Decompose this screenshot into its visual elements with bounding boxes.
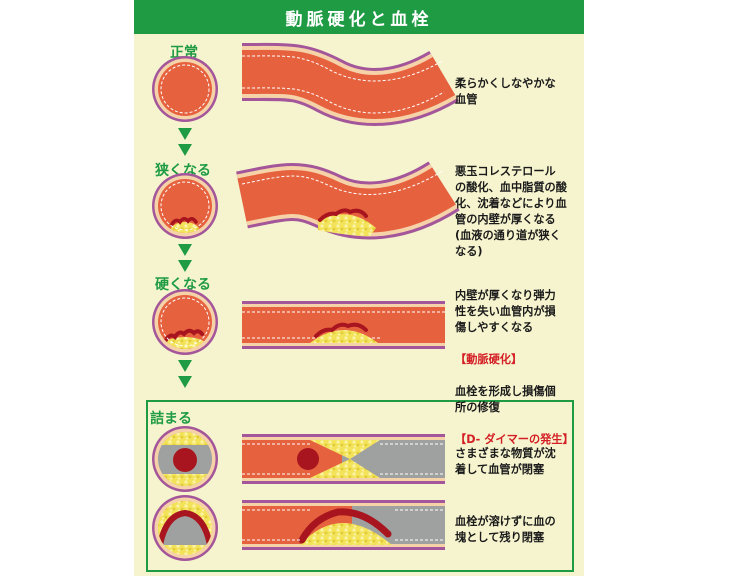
vessel-blocked-deposit bbox=[242, 434, 445, 484]
vessel-normal bbox=[241, 42, 459, 126]
down-arrow-icon bbox=[178, 244, 192, 256]
stage-label-hard: 硬くなる bbox=[155, 277, 211, 293]
page-title: 動脈硬化と血栓 bbox=[285, 9, 433, 30]
description-narrow: 悪玉コレステロール の酸化、血中脂質の酸 化、沈着などにより血 管の内壁が厚くな… bbox=[455, 165, 567, 258]
description-hard: 内壁が厚くなり弾力 性を失い血管内が損 傷しやすくなる 【動脈硬化】 血栓を形成… bbox=[455, 272, 574, 464]
down-arrow-icon bbox=[178, 144, 192, 156]
description-normal: 柔らかくしなやかな 血管 bbox=[455, 77, 556, 106]
cross-section-narrow bbox=[152, 173, 218, 239]
tag-d-dimer: 【D- ダイマーの発生】 bbox=[455, 433, 574, 446]
stage-label-narrow: 狭くなる bbox=[155, 163, 211, 179]
down-arrow-icon bbox=[178, 360, 192, 372]
down-arrow-icon bbox=[178, 376, 192, 388]
description-hard-repair: 血栓を形成し損傷個 所の修復 bbox=[455, 385, 556, 414]
title-bar: 動脈硬化と血栓 bbox=[134, 0, 584, 34]
cross-section-normal bbox=[152, 56, 218, 122]
description-blocked-deposit: さまざまな物質が沈 着して血管が閉塞 bbox=[455, 447, 556, 476]
down-arrow-icon bbox=[178, 128, 192, 140]
vessel-hard bbox=[242, 301, 445, 349]
cross-section-blocked-clot bbox=[152, 495, 218, 561]
stage-label-blocked: 詰まる bbox=[150, 411, 192, 427]
cross-section-hard bbox=[152, 289, 218, 355]
description-blocked-clot: 血栓が溶けずに血の 塊として残り閉塞 bbox=[455, 515, 556, 544]
description-hard-main: 内壁が厚くなり弾力 性を失い血管内が損 傷しやすくなる bbox=[455, 289, 556, 334]
blocked-group-frame bbox=[146, 400, 574, 572]
cross-section-blocked-deposit bbox=[152, 426, 218, 492]
vessel-blocked-clot bbox=[242, 500, 445, 550]
down-arrow-icon bbox=[178, 260, 192, 272]
tag-arteriosclerosis: 【動脈硬化】 bbox=[455, 353, 523, 366]
vessel-narrow bbox=[236, 161, 460, 240]
